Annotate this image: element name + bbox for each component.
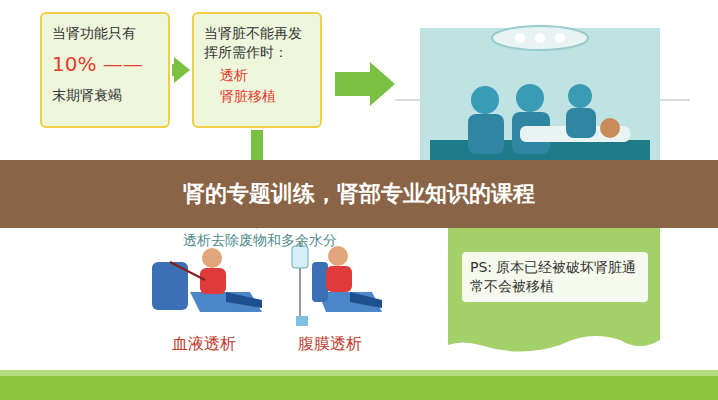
box-text: 当肾脏不能再发挥所需作时： <box>204 24 310 62</box>
surgery-scene <box>420 26 660 168</box>
box-text: 透析去除废物和多余水分 <box>160 231 360 250</box>
title-text: 肾的专题训练，肾部专业知识的课程 <box>183 179 535 209</box>
big-arrow <box>335 62 395 106</box>
text-box: 透析去除废物和多余水分 <box>160 231 360 251</box>
box-text: 当肾功能只有 <box>52 24 158 43</box>
scroll-shape <box>448 228 660 352</box>
bottom-band-edge <box>0 370 718 376</box>
title-banner: 肾的专题训练，肾部专业知识的课程 <box>0 160 718 228</box>
text-box: PS: 原本已经被破坏肾脏通常不会被移植 <box>462 252 648 302</box>
green-arrow <box>172 57 190 83</box>
bottom-band <box>0 370 718 400</box>
box-text: 透析 <box>220 66 310 85</box>
box-text: PS: 原本已经被破坏肾脏通常不会被移植 <box>470 258 640 296</box>
box-text: 肾脏移植 <box>220 87 310 106</box>
text-box: 当肾功能只有 10% —— 末期肾衰竭 <box>40 12 170 128</box>
hemodialysis-figure <box>152 248 262 312</box>
box-text: 10% —— <box>52 51 158 78</box>
peritoneal-figure <box>292 242 382 326</box>
figure-label: 血液透析 <box>172 334 236 355</box>
text-box: 当肾脏不能再发挥所需作时： 透析肾脏移植 <box>192 12 322 128</box>
figure-label: 腹膜透析 <box>298 334 362 355</box>
box-text: 末期肾衰竭 <box>52 86 158 105</box>
